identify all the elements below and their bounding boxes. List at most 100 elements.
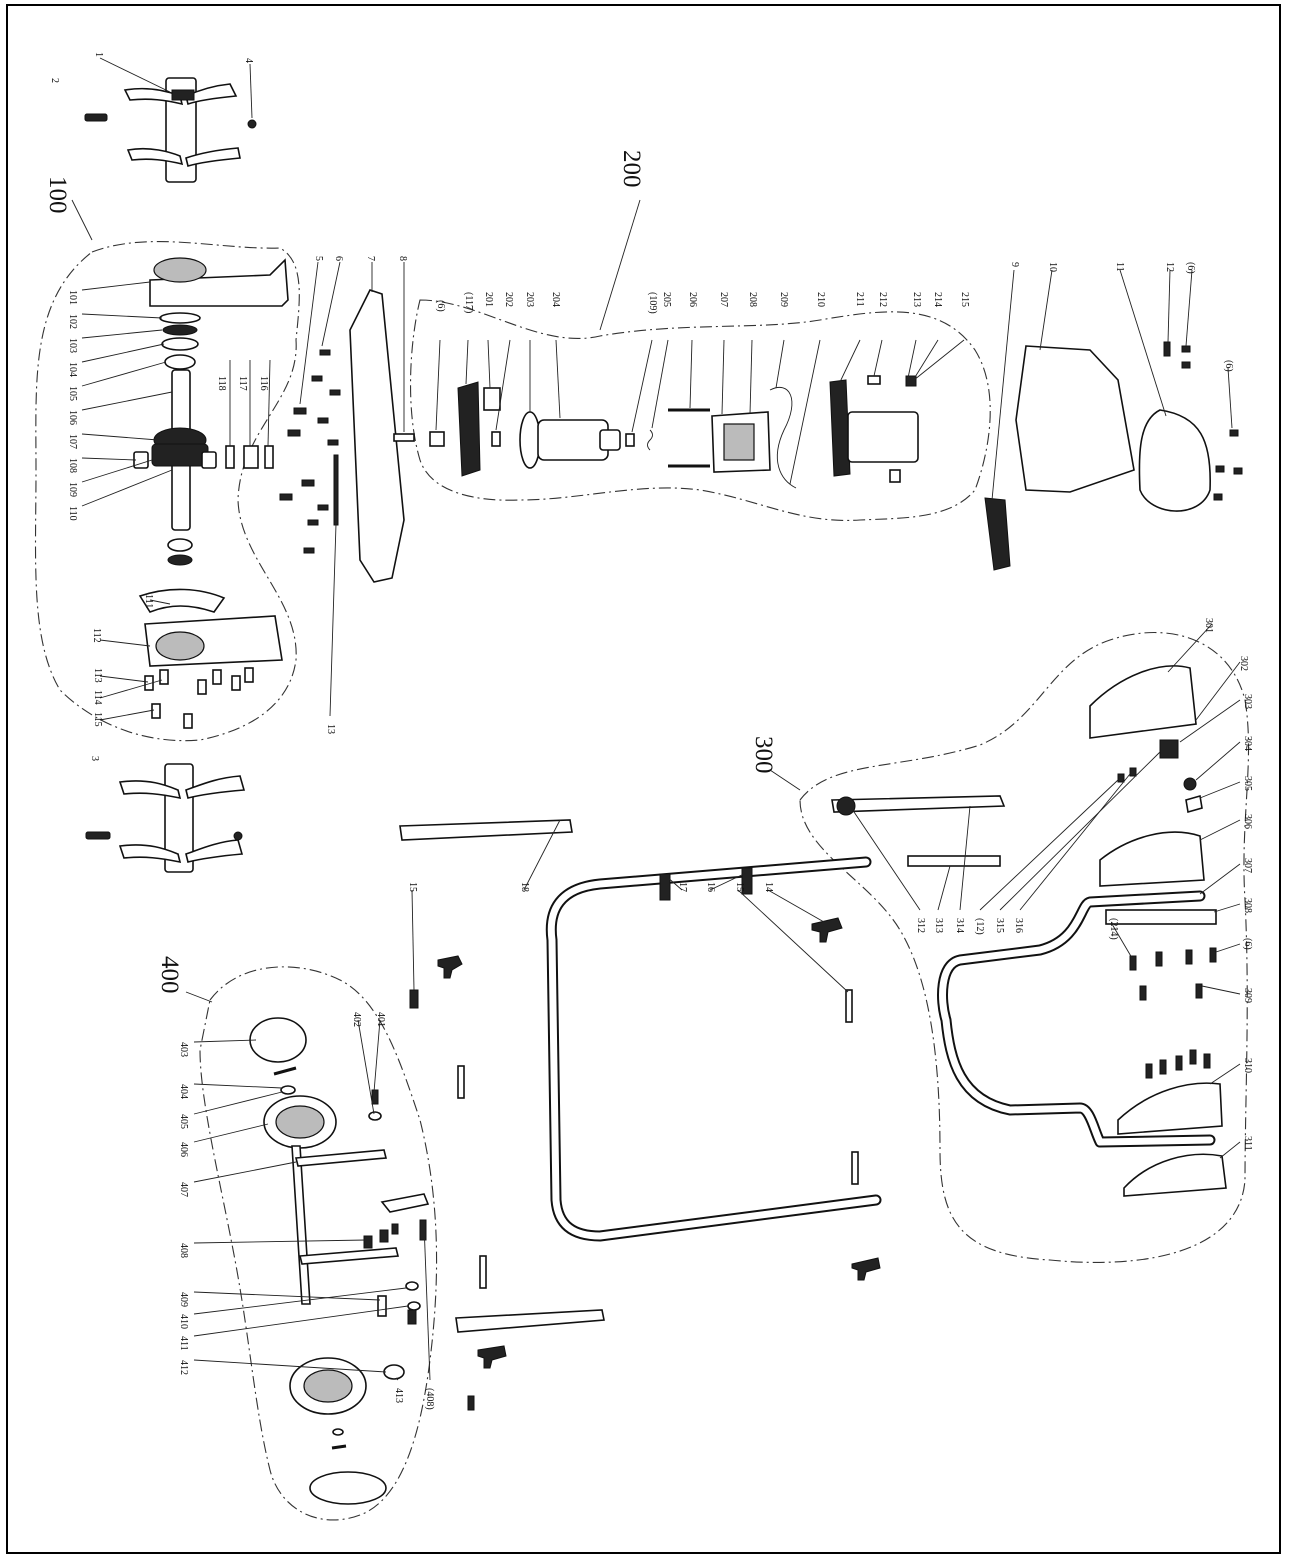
part-number-label: 212: [877, 292, 888, 307]
group-100-outline: [34, 241, 300, 742]
pin: [393, 433, 415, 442]
part-number-label: (117): [463, 292, 474, 313]
part-number-label: 407: [178, 1182, 189, 1197]
part-number-label: 11: [1114, 262, 1125, 272]
part-number-label: (12): [974, 918, 985, 935]
group-300-outline: [799, 632, 1250, 1263]
part-number-label: (6): [1242, 938, 1253, 950]
part-number-label: 301: [1203, 618, 1214, 633]
part-number-label: 113: [92, 668, 103, 683]
gearbox-assembly: [133, 257, 289, 729]
part-number-label: 311: [1242, 1136, 1253, 1151]
part-number-label: 409: [178, 1292, 189, 1307]
part-number-label: 213: [911, 292, 922, 307]
part-number-label: 108: [67, 458, 78, 473]
part-number-label: 211: [854, 292, 865, 307]
part-number-label: 402: [351, 1012, 362, 1027]
part-number-label: 205: [661, 292, 672, 307]
leader-lines: [71, 57, 1241, 1381]
part-number-label: 210: [815, 292, 826, 307]
part-number-label: 204: [550, 292, 561, 307]
part-number-label: (214): [1108, 918, 1119, 940]
part-number-label: 17: [677, 882, 688, 892]
part-number-label: 206: [687, 292, 698, 307]
part-number-label: 208: [747, 292, 758, 307]
part-number-label: 314: [954, 918, 965, 933]
part-number-label: 310: [1242, 1058, 1253, 1073]
part-number-label: 315: [994, 918, 1005, 933]
part-number-label: (109): [647, 292, 658, 314]
part-number-label: 305: [1242, 776, 1253, 791]
part-number-label: 408: [178, 1243, 189, 1258]
part-number-label: 304: [1242, 736, 1253, 751]
part-number-label: 116: [258, 376, 269, 391]
part-number-label: 117: [237, 376, 248, 391]
part-number-label: 16: [705, 882, 716, 892]
part-number-label: (6): [1185, 262, 1196, 274]
part-number-label: 410: [178, 1314, 189, 1329]
part-number-label: 14: [763, 882, 774, 892]
part-number-label: 201: [483, 292, 494, 307]
part-number-label: 102: [67, 314, 78, 329]
part-number-label: 207: [718, 292, 729, 307]
group-label-100: 100: [44, 176, 71, 214]
tine-assembly-bottom: [85, 763, 246, 873]
part-number-label: 15: [734, 882, 745, 892]
group-label-400: 400: [156, 956, 183, 994]
bolt-column: [279, 349, 341, 554]
part-number-label: 412: [178, 1360, 189, 1375]
part-number-label: 316: [1013, 918, 1024, 933]
part-number-label: 302: [1238, 656, 1249, 671]
part-number-label: 403: [178, 1042, 189, 1057]
part-number-label: 7: [365, 256, 376, 261]
part-number-label: 9: [1009, 262, 1020, 267]
part-number-label: (6): [1223, 360, 1234, 372]
part-number-label: 107: [67, 434, 78, 449]
part-number-label: 309: [1242, 988, 1253, 1003]
part-number-label: 10: [1047, 262, 1058, 272]
part-number-label: 404: [178, 1084, 189, 1099]
part-number-label: 101: [67, 290, 78, 305]
part-number-label: 103: [67, 338, 78, 353]
part-number-label: 308: [1242, 898, 1253, 913]
part-number-label: 114: [92, 690, 103, 705]
part-number-label: 209: [778, 292, 789, 307]
part-number-label: 406: [178, 1142, 189, 1157]
part-number-label: 3: [89, 756, 100, 761]
housing-covers: [984, 341, 1243, 571]
part-number-label: 413: [393, 1388, 404, 1403]
wheel-assembly: [249, 1017, 430, 1505]
handle-assembly: [831, 665, 1227, 1197]
part-number-label: 405: [178, 1114, 189, 1129]
group-200-outline: [409, 299, 991, 521]
part-number-label: (408): [424, 1388, 435, 1410]
part-number-label: 312: [915, 918, 926, 933]
part-number-label: 2: [49, 78, 60, 83]
tine-assembly-top: [84, 77, 257, 183]
part-number-label: 4: [243, 58, 254, 63]
part-number-label: (6): [435, 300, 446, 312]
part-number-label: 8: [397, 256, 408, 261]
part-number-label: 202: [503, 292, 514, 307]
part-number-label: 111: [143, 594, 154, 608]
part-number-label: 6: [333, 256, 344, 261]
part-number-label: 1: [93, 52, 104, 57]
group-label-300: 300: [750, 736, 777, 774]
motor-assembly: [429, 375, 919, 489]
part-number-label: 313: [933, 918, 944, 933]
part-number-label: 306: [1242, 814, 1253, 829]
part-number-label: 118: [216, 376, 227, 391]
base-plate: [349, 289, 405, 583]
part-number-label: 115: [92, 712, 103, 727]
main-frame: [399, 819, 882, 1411]
part-number-label: 411: [178, 1336, 189, 1351]
part-number-label: 307: [1242, 858, 1253, 873]
handle-screws: [1129, 947, 1217, 1079]
part-number-label: 15: [407, 882, 418, 892]
part-number-label: 215: [959, 292, 970, 307]
group-label-200: 200: [618, 150, 645, 188]
part-number-label: 18: [519, 882, 530, 892]
part-number-label: 303: [1242, 694, 1253, 709]
